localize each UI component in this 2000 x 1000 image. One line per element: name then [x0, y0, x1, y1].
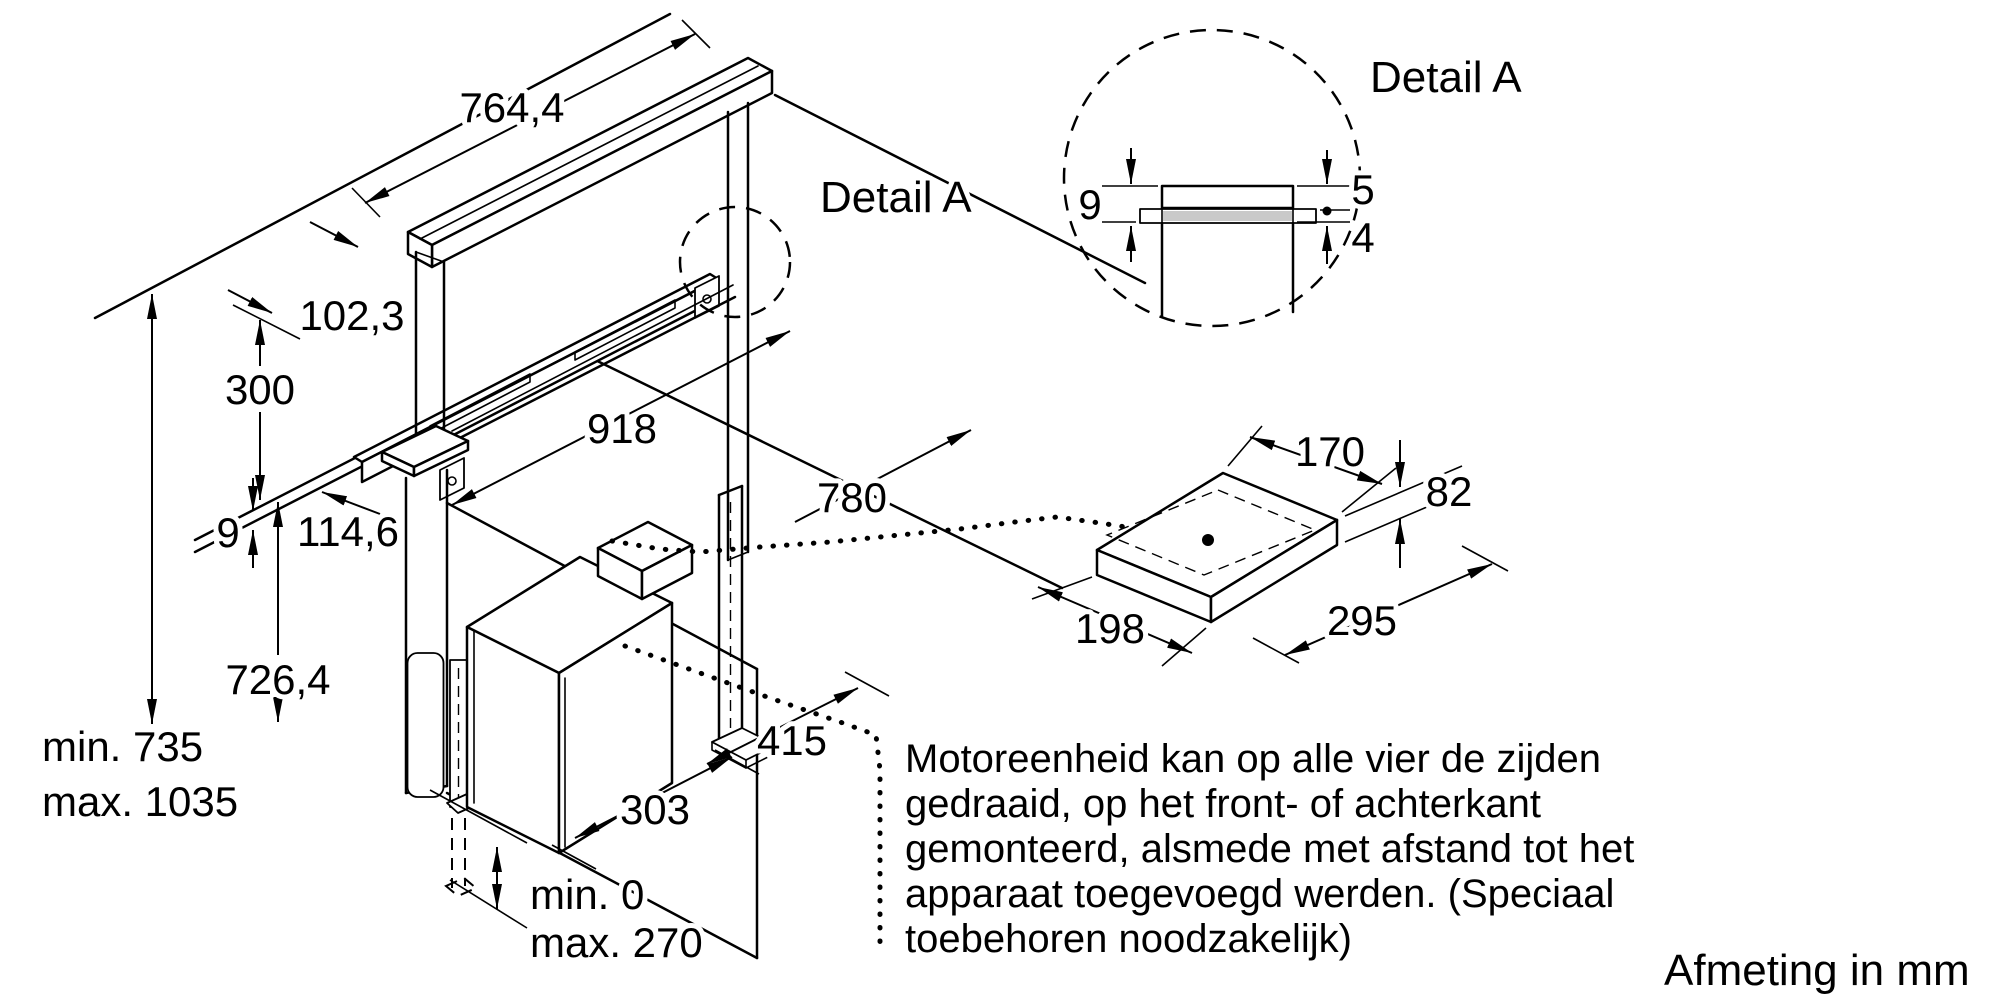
detail-a-circle [1062, 28, 1362, 328]
dim-motor-clearance: 415 [757, 717, 827, 764]
units-label: Afmeting in mm [1664, 946, 1970, 995]
note-line-1: Motoreenheid kan op alle vier de zijden [905, 737, 1601, 781]
remote-dim-width: 170 [1295, 428, 1365, 475]
remote-dim-length: 295 [1327, 597, 1397, 644]
leader-end-dot [1202, 534, 1214, 546]
dim-top-width: 764,4 [459, 84, 564, 131]
dim-back-offset: 102,3 [299, 292, 404, 339]
duct-column [404, 468, 449, 798]
remote-unit-box [1095, 471, 1339, 624]
detail-dim-worktop: 4 [1351, 214, 1374, 261]
dim-cutout-width: 918 [587, 405, 657, 452]
remote-dim-depth: 198 [1075, 605, 1145, 652]
note-line-5: toebehoren noodzakelijk) [905, 917, 1352, 961]
worktop-section-fill [1163, 211, 1292, 221]
main-dimensions [147, 19, 972, 929]
dim-front-offset: 114,6 [297, 508, 399, 555]
main-view: 764,4 Detail A 102,3 300 9 114,6 918 780… [37, 12, 1203, 971]
rail-screw-tab-left [439, 457, 465, 501]
leader-to-remote-unit [609, 514, 1203, 555]
remote-unit-inset-dashed [1105, 489, 1317, 576]
detail-a-title: Detail A [1370, 53, 1522, 102]
detail-marker-label: Detail A [820, 173, 972, 222]
annotation-note: Motoreenheid kan op alle vier de zijden … [905, 737, 1634, 961]
dim-extension-max: max. 270 [530, 919, 703, 966]
dim-body-height: 726,4 [225, 656, 330, 703]
note-line-4: apparaat toegevoegd werden. (Speciaal [905, 872, 1614, 916]
detail-a-section [1139, 184, 1317, 318]
dim-total-height-min: min. 735 [42, 723, 203, 770]
detail-dim-total: 9 [1078, 181, 1101, 228]
panel-top-trim [1160, 184, 1295, 210]
detail-a-dimensions [1102, 148, 1350, 264]
note-line-2: gedraaid, op het front- of achterkant [905, 782, 1541, 826]
dim-motor-width: 303 [620, 786, 690, 833]
remote-dim-height: 82 [1426, 468, 1473, 515]
note-line-3: gemonteerd, alsmede met afstand tot het [905, 827, 1634, 871]
detail-a-marker-circle [678, 205, 792, 319]
dim-extension-min: min. 0 [530, 871, 644, 918]
detail-a-view: Detail A 9 5 4 [1062, 28, 1527, 328]
dim-riser-height: 300 [225, 366, 295, 413]
duct-cover-panel [406, 652, 445, 798]
dim-total-height-max: max. 1035 [42, 778, 238, 825]
detail-dim-panel-top: 5 [1351, 166, 1374, 213]
remote-unit-dimensions [1031, 425, 1509, 667]
remote-motor-unit-view: 170 82 198 295 [1031, 423, 1509, 667]
bracket-telescopic-extension [444, 818, 478, 898]
duct-connector-box [596, 520, 694, 601]
dim-worktop-depth: 780 [817, 474, 887, 521]
dim-worktop-thickness: 9 [216, 509, 239, 556]
